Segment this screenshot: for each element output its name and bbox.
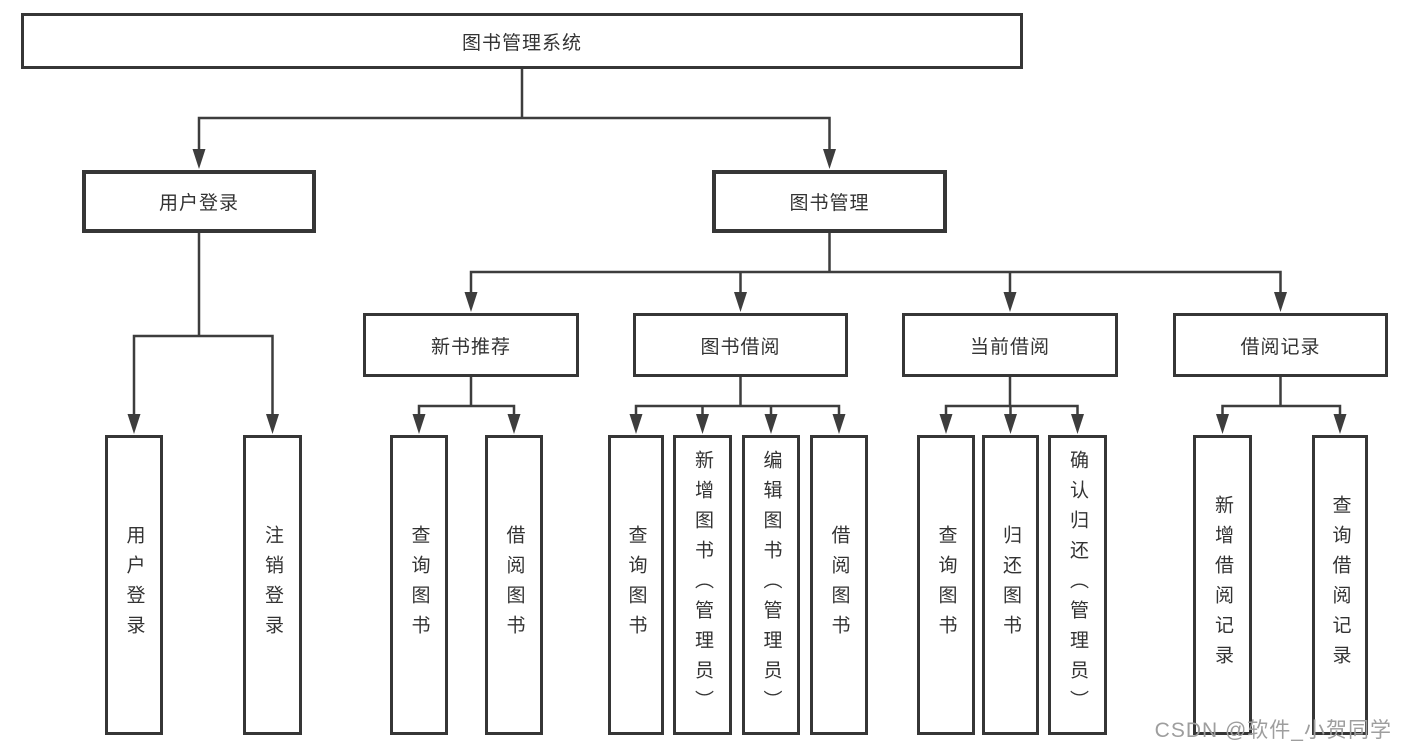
node-new-book-recommend: 新书推荐 [363, 313, 579, 377]
leaf-user-login-label: 用户登录 [123, 525, 145, 645]
csdn-watermark: CSDN @软件_小贺同学 [1154, 719, 1392, 742]
node-book-borrow: 图书借阅 [633, 313, 848, 377]
leaf-add-books-admin-label: 新增图书（管理员） [692, 450, 713, 720]
leaf-query-books-recommend: 查询图书 [390, 435, 448, 735]
leaf-borrow-books-recommend-label: 借阅图书 [503, 525, 525, 645]
leaf-return-books: 归还图书 [982, 435, 1039, 735]
leaf-edit-books-admin: 编辑图书（管理员） [742, 435, 800, 735]
leaf-logout-label: 注销登录 [262, 525, 283, 645]
leaf-query-books-current-label: 查询图书 [935, 525, 957, 645]
leaf-logout: 注销登录 [243, 435, 302, 735]
node-book-management: 图书管理 [712, 170, 947, 233]
node-root: 图书管理系统 [21, 13, 1023, 69]
leaf-borrow-books-recommend: 借阅图书 [485, 435, 543, 735]
node-current-borrow: 当前借阅 [902, 313, 1118, 377]
leaf-user-login: 用户登录 [105, 435, 163, 735]
leaf-borrow-books: 借阅图书 [810, 435, 868, 735]
leaf-confirm-return-admin-label: 确认归还（管理员） [1067, 450, 1088, 720]
leaf-add-books-admin: 新增图书（管理员） [673, 435, 732, 735]
node-borrow-records: 借阅记录 [1173, 313, 1388, 377]
node-user-login: 用户登录 [82, 170, 316, 233]
tree-edges [132, 67, 1342, 419]
leaf-borrow-books-label: 借阅图书 [828, 525, 850, 645]
leaf-query-books-borrow-label: 查询图书 [625, 525, 647, 645]
leaf-add-borrow-record: 新增借阅记录 [1193, 435, 1252, 735]
leaf-query-books-borrow: 查询图书 [608, 435, 664, 735]
leaf-query-books-current: 查询图书 [917, 435, 975, 735]
leaf-confirm-return-admin: 确认归还（管理员） [1048, 435, 1107, 735]
leaf-query-borrow-record-label: 查询借阅记录 [1329, 495, 1351, 675]
leaf-query-borrow-record: 查询借阅记录 [1312, 435, 1368, 735]
leaf-return-books-label: 归还图书 [1000, 525, 1021, 645]
leaf-edit-books-admin-label: 编辑图书（管理员） [760, 450, 782, 720]
leaf-query-books-recommend-label: 查询图书 [408, 525, 430, 645]
leaf-add-borrow-record-label: 新增借阅记录 [1212, 495, 1233, 675]
